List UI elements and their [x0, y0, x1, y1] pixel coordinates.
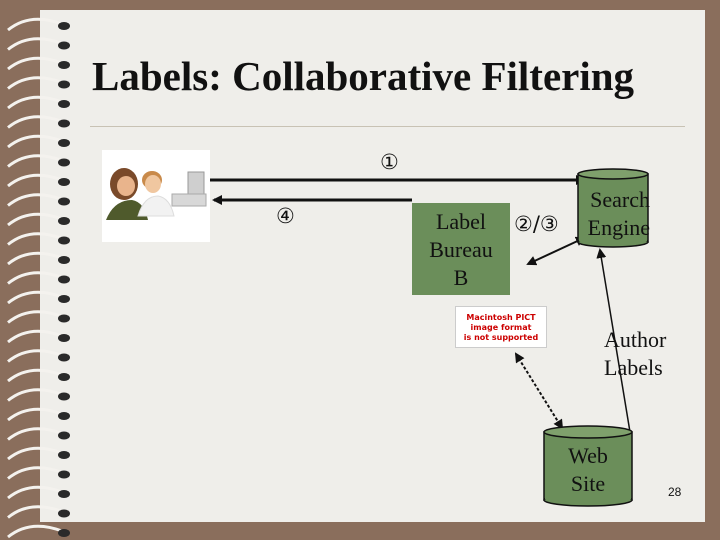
pict-line-1: Macintosh PICT	[456, 313, 546, 323]
binding-ring	[7, 524, 63, 539]
author-line-1: Author	[604, 327, 667, 352]
bureau-line-1: Label	[435, 209, 487, 234]
web-site-text: Web Site	[544, 442, 632, 498]
binding-ring	[7, 310, 63, 324]
slide-title: Labels: Collaborative Filtering	[92, 53, 635, 99]
binding-ring	[7, 95, 63, 110]
binding-ring	[7, 17, 63, 32]
bureau-line-3: B	[453, 265, 469, 290]
search-engine-database-icon	[577, 168, 649, 248]
binding-ring	[7, 427, 63, 441]
binding-hole	[58, 61, 70, 69]
binding-hole	[58, 119, 70, 128]
binding-hole	[58, 158, 70, 167]
pict-unsupported-placeholder: Macintosh PICT image format is not suppo…	[455, 306, 547, 348]
binding-hole	[58, 392, 70, 401]
binding-ring	[7, 212, 63, 227]
binding-ring	[7, 37, 63, 51]
binding-ring	[7, 407, 63, 422]
binding-ring	[7, 154, 63, 168]
binding-hole	[58, 490, 70, 498]
spiral-binding	[7, 17, 70, 539]
bureau-line-2: Bureau	[429, 237, 493, 262]
web-site-database-icon	[543, 425, 633, 507]
binding-hole	[58, 178, 70, 186]
binding-hole	[58, 139, 70, 147]
binding-hole	[58, 412, 70, 420]
binding-ring	[7, 466, 63, 480]
binding-ring	[7, 290, 63, 305]
website-line-1: Web	[568, 443, 608, 468]
binding-ring	[7, 329, 63, 344]
binding-hole	[58, 197, 70, 206]
pict-line-2: image format	[470, 323, 532, 332]
binding-ring	[7, 388, 63, 402]
binding-hole	[58, 373, 70, 381]
title-divider	[90, 126, 685, 127]
binding-hole	[58, 217, 70, 225]
binding-ring	[7, 446, 63, 461]
search-line-2: Engine	[587, 215, 650, 240]
binding-ring	[7, 115, 63, 129]
binding-ring	[7, 56, 63, 71]
search-engine-text: Search Engine	[576, 186, 650, 242]
step-2-3-label: ②/③	[514, 212, 559, 236]
label-bureau-box	[412, 203, 510, 295]
binding-ring	[7, 251, 63, 266]
binding-ring	[7, 505, 63, 519]
binding-hole	[58, 529, 70, 537]
author-line-2: Labels	[604, 355, 663, 380]
binding-hole	[58, 236, 70, 245]
binding-ring	[7, 485, 63, 500]
binding-hole	[58, 314, 70, 323]
users-at-computer-image	[102, 150, 210, 242]
binding-hole	[58, 509, 70, 518]
step-4-label: ④	[276, 204, 295, 228]
binding-hole	[58, 80, 70, 89]
binding-ring	[7, 232, 63, 246]
binding-hole	[58, 22, 70, 30]
search-line-1: Search	[590, 187, 650, 212]
binding-hole	[58, 100, 70, 108]
binding-hole	[58, 334, 70, 342]
arrow-website-to-search	[596, 248, 631, 433]
binding-hole	[58, 256, 70, 264]
binding-ring	[7, 368, 63, 383]
binding-ring	[7, 134, 63, 149]
label-bureau-text: Label Bureau B	[412, 208, 510, 292]
binding-hole	[58, 451, 70, 459]
author-labels-text: Author Labels	[604, 326, 666, 382]
binding-ring	[7, 193, 63, 207]
step-1-label: ①	[380, 150, 399, 174]
binding-hole	[58, 431, 70, 440]
arrow-bureau-search	[526, 236, 586, 266]
page-number: 28	[668, 485, 682, 499]
binding-hole	[58, 295, 70, 303]
binding-ring	[7, 349, 63, 363]
pict-line-3: is not supported	[463, 333, 539, 342]
binding-hole	[58, 41, 70, 50]
binding-ring	[7, 173, 63, 188]
binding-hole	[58, 275, 70, 284]
website-line-2: Site	[570, 471, 606, 496]
binding-ring	[7, 271, 63, 285]
binding-hole	[58, 470, 70, 479]
binding-ring	[7, 76, 63, 90]
arrow-pict-website	[514, 352, 564, 430]
binding-hole	[58, 353, 70, 362]
